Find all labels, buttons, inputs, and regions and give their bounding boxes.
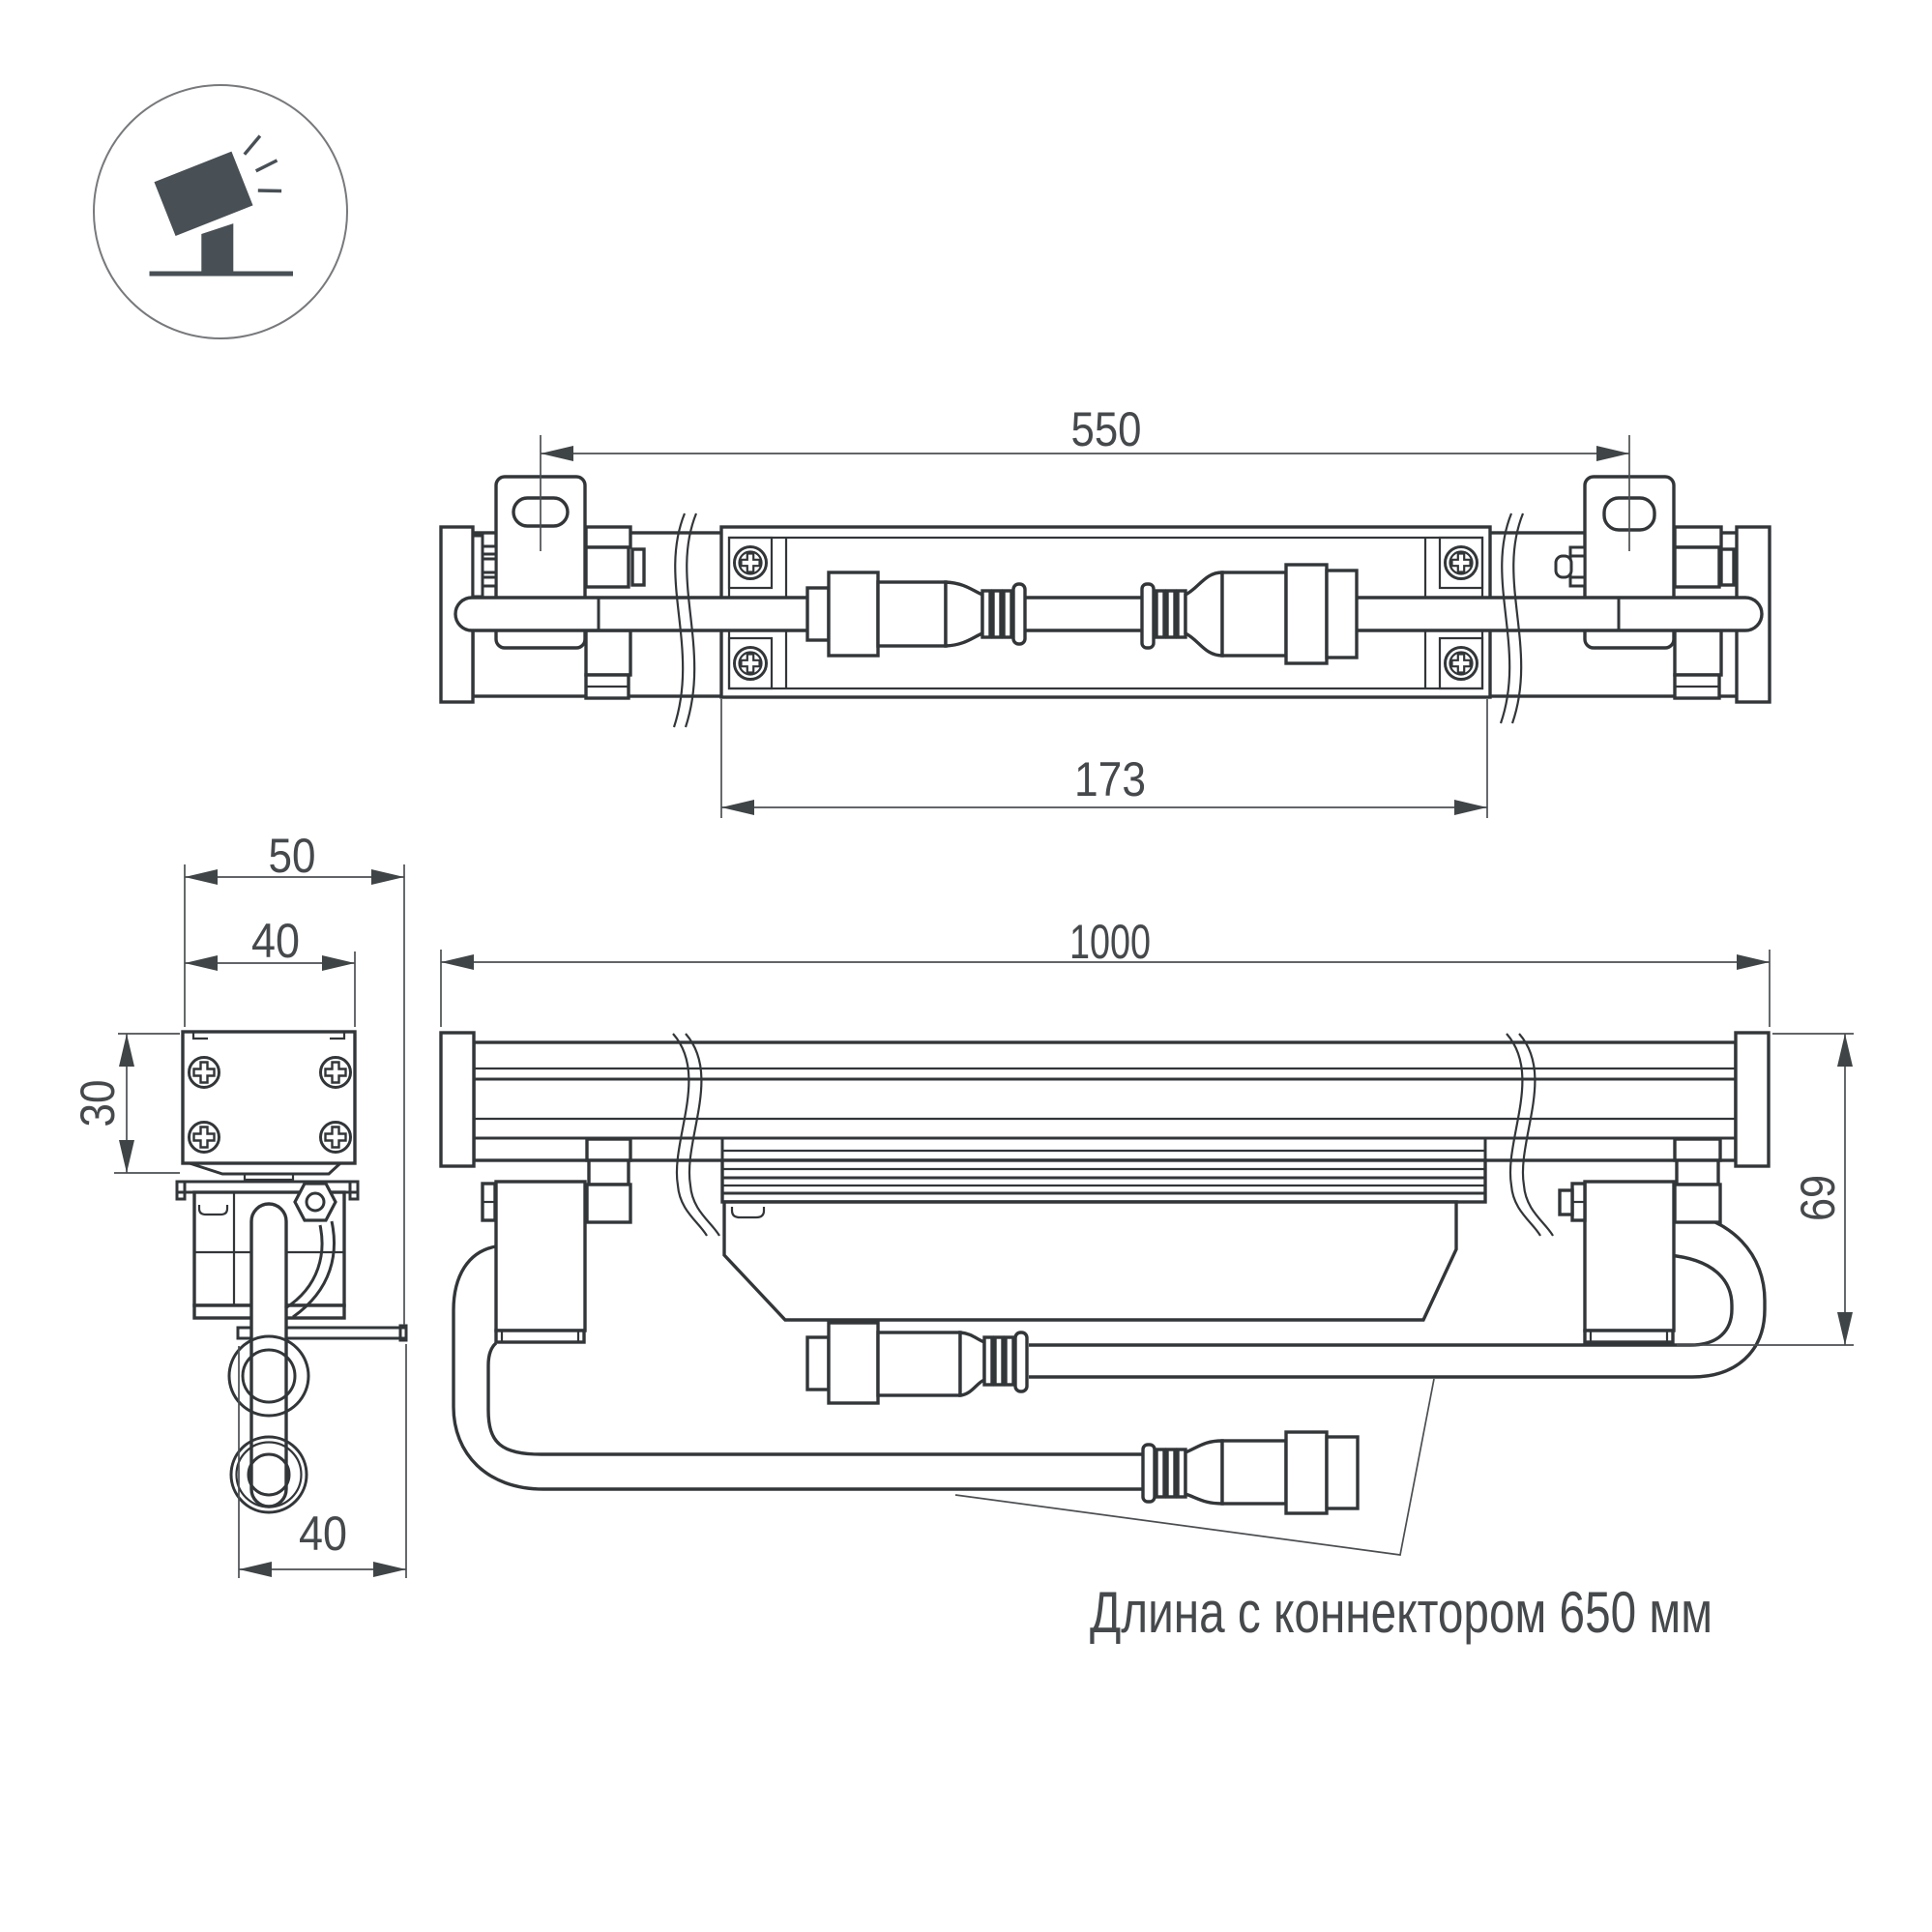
svg-text:40: 40 [251,914,300,968]
svg-text:550: 550 [1071,402,1142,456]
svg-text:173: 173 [1074,752,1146,806]
svg-text:30: 30 [71,1080,125,1127]
svg-text:50: 50 [269,829,316,883]
svg-text:Длина с коннектором 650 мм: Длина с коннектором 650 мм [1090,1580,1712,1645]
svg-text:1000: 1000 [1069,915,1151,969]
svg-text:40: 40 [299,1507,347,1561]
svg-text:69: 69 [1791,1175,1845,1221]
